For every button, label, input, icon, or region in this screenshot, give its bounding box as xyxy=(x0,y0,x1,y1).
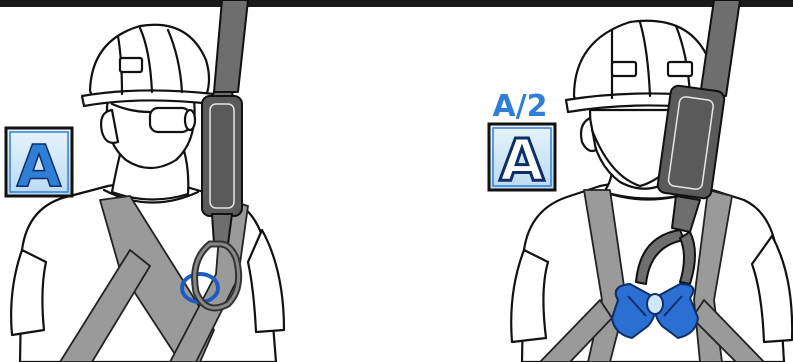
lanyard-icon xyxy=(202,0,248,244)
left-sleeve xyxy=(11,250,46,335)
badge-letter-right: A xyxy=(500,126,545,194)
badge-letter-left: A xyxy=(17,132,62,200)
badge-caption-a2: A/2 xyxy=(492,89,547,124)
front-torso xyxy=(522,181,784,362)
attachment-badge-a2: A/2 A xyxy=(489,89,555,194)
attachment-badge-a: A xyxy=(6,128,72,200)
